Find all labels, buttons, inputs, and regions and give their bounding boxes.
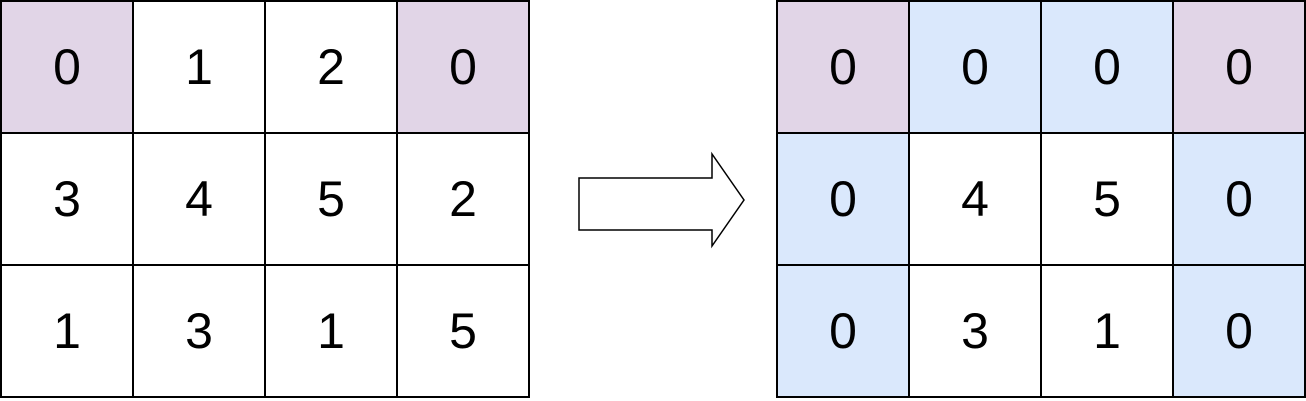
matrix-cell: 0 bbox=[910, 2, 1042, 134]
matrix-cell: 0 bbox=[778, 134, 910, 266]
matrix-cell: 0 bbox=[1042, 2, 1174, 134]
matrix-cell: 0 bbox=[778, 266, 910, 398]
matrix-cell: 0 bbox=[1174, 266, 1306, 398]
matrix-cell: 1 bbox=[134, 2, 266, 134]
matrix-cell: 4 bbox=[910, 134, 1042, 266]
matrix-cell: 0 bbox=[398, 2, 530, 134]
matrix-cell: 3 bbox=[2, 134, 134, 266]
matrix-cell: 3 bbox=[910, 266, 1042, 398]
matrix-cell: 3 bbox=[134, 266, 266, 398]
matrix-cell: 0 bbox=[2, 2, 134, 134]
matrix-cell: 5 bbox=[398, 266, 530, 398]
matrix-cell: 1 bbox=[2, 266, 134, 398]
matrix-cell: 2 bbox=[398, 134, 530, 266]
matrix-cell: 5 bbox=[266, 134, 398, 266]
matrix-cell: 1 bbox=[1042, 266, 1174, 398]
matrix-cell: 2 bbox=[266, 2, 398, 134]
matrix-cell: 4 bbox=[134, 134, 266, 266]
matrix-cell: 1 bbox=[266, 266, 398, 398]
matrix-cell: 0 bbox=[778, 2, 910, 134]
right-arrow-icon bbox=[578, 151, 745, 249]
matrix-cell: 0 bbox=[1174, 2, 1306, 134]
matrix-cell: 0 bbox=[1174, 134, 1306, 266]
matrix-cell: 5 bbox=[1042, 134, 1174, 266]
